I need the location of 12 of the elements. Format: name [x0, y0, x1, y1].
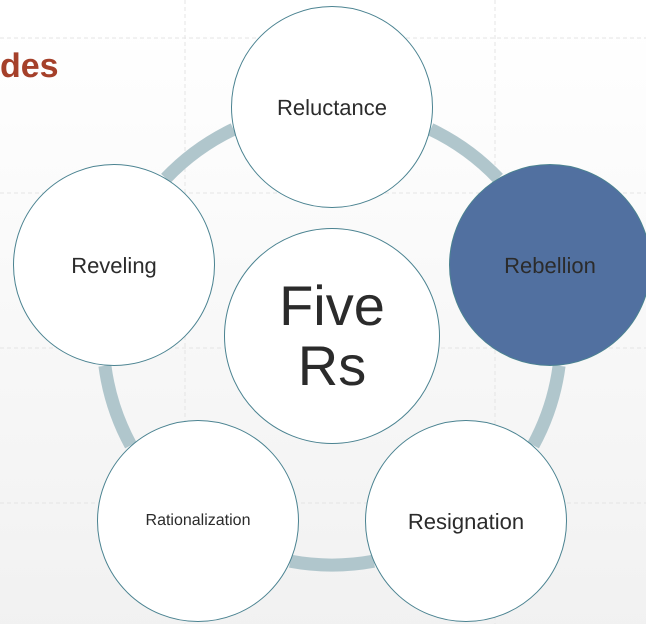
node-label: Rebellion: [504, 252, 596, 280]
node-label: Reveling: [71, 252, 157, 280]
ring-connector: [98, 364, 137, 448]
node-label: Reluctance: [276, 94, 388, 122]
ring-connector: [289, 554, 375, 572]
ring-connector: [527, 364, 566, 448]
ring-connector: [161, 124, 237, 184]
node-label: Resignation: [408, 508, 524, 536]
ring-connector: [427, 124, 503, 184]
slide-title: des: [0, 46, 59, 86]
node-label: Five Rs: [278, 276, 386, 396]
node-label: Rationalization: [146, 511, 250, 531]
